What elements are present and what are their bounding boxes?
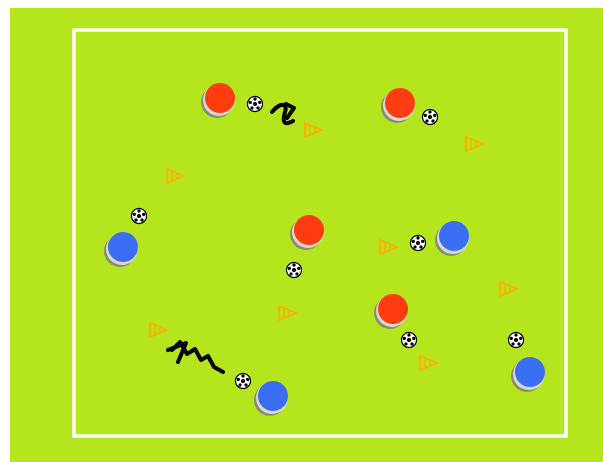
soccer-ball-icon — [236, 374, 251, 389]
soccer-ball-icon — [423, 110, 438, 125]
soccer-ball-icon — [411, 236, 426, 251]
soccer-ball-icon — [248, 97, 263, 112]
soccer-ball-icon — [132, 209, 147, 224]
soccer-ball-icon — [287, 263, 302, 278]
soccer-ball-icon — [509, 333, 524, 348]
soccer-ball-icon — [402, 333, 417, 348]
